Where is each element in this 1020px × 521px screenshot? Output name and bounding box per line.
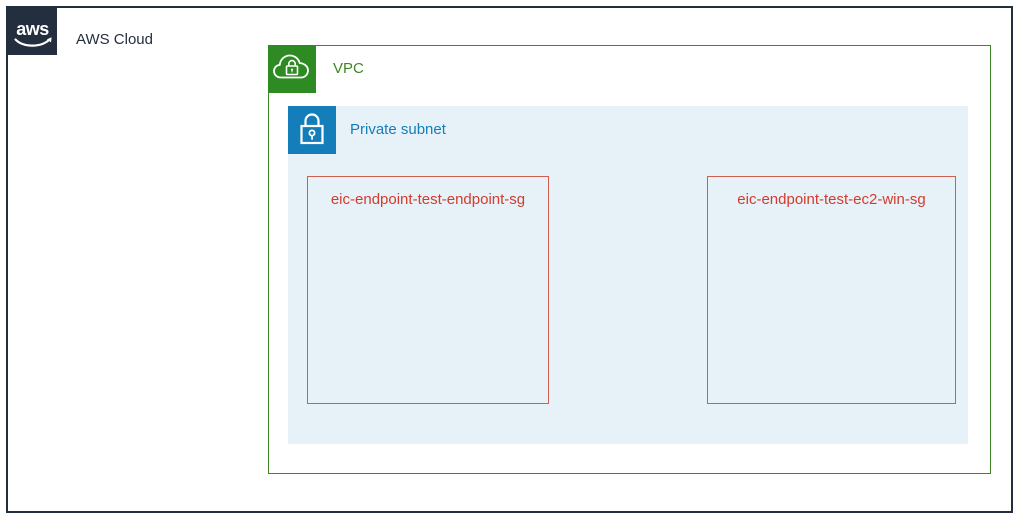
security-group-box-endpoint: eic-endpoint-test-endpoint-sg <box>307 176 549 404</box>
security-group-label: eic-endpoint-test-endpoint-sg <box>330 191 526 208</box>
security-group-label: eic-endpoint-test-ec2-win-sg <box>737 191 926 208</box>
private-subnet-label: Private subnet <box>350 121 446 138</box>
aws-cloud-label: AWS Cloud <box>76 31 153 48</box>
aws-cloud-container: aws AWS Cloud VPC <box>6 6 1013 513</box>
vpc-cloud-lock-icon <box>267 44 316 93</box>
vpc-cloud-lock-glyph <box>272 54 309 78</box>
vpc-container: VPC Private subnet eic-endpoint-test <box>267 44 991 474</box>
vpc-label: VPC <box>333 60 364 77</box>
aws-logo-icon: aws <box>8 8 57 55</box>
aws-logo-graphic: aws <box>14 19 52 47</box>
aws-smile-arrow-tip <box>46 37 52 43</box>
private-subnet-container: Private subnet eic-endpoint-test-endpoin… <box>288 106 968 444</box>
aws-logo-text: aws <box>16 19 49 39</box>
security-group-box-ec2-win: eic-endpoint-test-ec2-win-sg <box>707 176 956 404</box>
lock-glyph <box>300 113 324 145</box>
aws-smile-swoosh <box>14 38 51 47</box>
private-subnet-lock-icon <box>288 106 336 154</box>
